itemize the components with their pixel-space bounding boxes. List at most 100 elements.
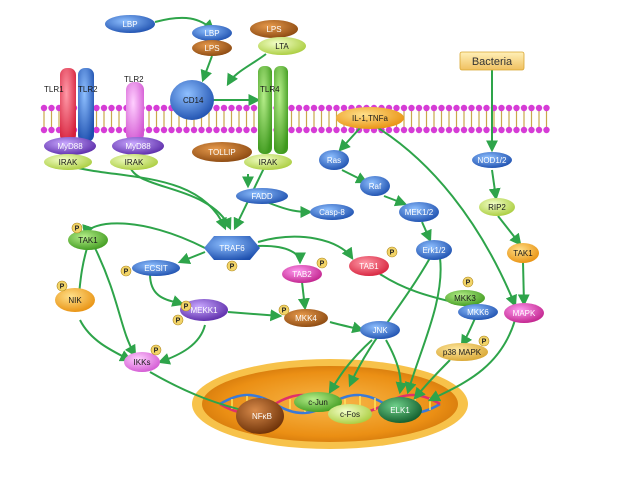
lipid-head xyxy=(108,104,115,112)
lipid-head xyxy=(303,126,310,134)
node-label: MKK3 xyxy=(454,294,476,303)
node-label: TAB1 xyxy=(359,262,379,271)
node-tab1: TAB1 xyxy=(349,256,389,276)
node-label: c-Jun xyxy=(308,398,328,407)
lipid-head xyxy=(423,126,430,134)
lipid-head xyxy=(348,126,355,134)
phospho-marker: P xyxy=(71,222,83,234)
node-ikks: IKKs xyxy=(124,352,160,372)
lipid-head xyxy=(415,126,423,134)
lipid-head xyxy=(235,104,243,112)
node-bacteria: Bacteria xyxy=(459,51,525,71)
node-cjun: c-Jun xyxy=(294,392,342,412)
node-elk1: ELK1 xyxy=(378,397,422,423)
lipid-head xyxy=(288,126,295,134)
node-traf6: TRAF6 xyxy=(204,236,260,260)
arrow-tab2-to-mkk4 xyxy=(297,281,310,311)
phospho-marker: P xyxy=(462,276,474,288)
node-lps-1: LPS xyxy=(250,20,298,38)
lipid-head xyxy=(445,104,453,112)
lipid-head xyxy=(228,126,235,134)
lipid-head xyxy=(400,104,408,112)
node-label: JNK xyxy=(372,326,388,335)
arrow-tak1-to-mapk xyxy=(517,261,530,307)
svg-text:P: P xyxy=(176,318,181,325)
lipid-head xyxy=(318,104,325,112)
lipid-head xyxy=(243,126,250,134)
node-label: TLR2 xyxy=(78,85,98,94)
arrow-nod-to-rip2 xyxy=(488,169,501,201)
node-mkk4: MKK4 xyxy=(284,309,328,327)
lipid-head xyxy=(543,104,550,112)
cd14-receptor-shape xyxy=(170,80,214,120)
arrow-jnk-to-cjun xyxy=(328,339,373,395)
lipid-head xyxy=(115,104,123,112)
tlr2-receptor-shape xyxy=(78,68,94,142)
arrow-traf6-to-tab1 xyxy=(257,235,354,260)
lipid-head xyxy=(303,104,310,112)
lipid-head xyxy=(250,104,258,112)
lipid-head xyxy=(93,126,100,134)
lipid-head xyxy=(400,126,408,134)
lipid-head xyxy=(475,104,483,112)
lipid-head xyxy=(295,126,303,134)
lipid-head xyxy=(220,126,228,134)
node-label: MKK6 xyxy=(467,308,489,317)
svg-text:P: P xyxy=(466,280,471,287)
arrow-nik-to-ikks xyxy=(79,319,133,362)
lipid-head xyxy=(460,126,468,134)
node-label: LTA xyxy=(275,42,289,51)
arrow-ecsit-to-mekk1 xyxy=(149,273,185,307)
lipid-head xyxy=(423,104,430,112)
lipid-head xyxy=(160,126,168,134)
node-mkk3: MKK3 xyxy=(445,290,485,306)
node-mekk1: MEKK1 xyxy=(180,299,228,321)
arrow-traf6-to-tab2 xyxy=(257,244,306,265)
arrow-p38-to-elk1 xyxy=(413,359,451,400)
svg-text:P: P xyxy=(124,269,129,276)
svg-text:P: P xyxy=(75,226,80,233)
lipid-head xyxy=(520,104,528,112)
lipid-head xyxy=(310,126,318,134)
lipid-head xyxy=(528,104,535,112)
lipid-head xyxy=(468,104,475,112)
lipid-head xyxy=(250,126,258,134)
node-il1-tnfa: IL-1,TNFa xyxy=(336,107,404,129)
node-rip2: RIP2 xyxy=(479,198,515,216)
lipid-head xyxy=(528,126,535,134)
arrow-rip2-to-tak1 xyxy=(497,215,522,246)
node-tollip: TOLLIP xyxy=(192,142,252,162)
node-casp8: Casp-8 xyxy=(310,204,354,220)
node-irak-1: IRAK xyxy=(44,154,92,170)
lipid-head xyxy=(108,126,115,134)
node-label: MAPK xyxy=(513,309,536,318)
tlr4-receptor-shape xyxy=(258,66,272,154)
lipid-head xyxy=(520,126,528,134)
node-label: LPS xyxy=(266,25,281,34)
node-jnk: JNK xyxy=(360,321,400,339)
lipid-head xyxy=(40,104,48,112)
lipid-head xyxy=(145,126,153,134)
lipid-head xyxy=(333,104,340,112)
arrow-il1-to-mapk xyxy=(374,125,517,308)
cell-membrane xyxy=(40,104,550,134)
node-label: Ras xyxy=(327,156,341,165)
lipid-head xyxy=(325,126,333,134)
lipid-head xyxy=(393,104,400,112)
receptor-tlr1-tlr2: TLR1 TLR2 xyxy=(44,68,98,142)
lipid-head xyxy=(505,126,513,134)
arrow-mekk1-to-mkk4 xyxy=(227,309,283,322)
lipid-head xyxy=(453,104,460,112)
lipid-head xyxy=(213,126,220,134)
lipid-head xyxy=(438,126,445,134)
phospho-marker: P xyxy=(478,335,490,347)
lipid-head xyxy=(153,126,160,134)
node-erk12: Erk1/2 xyxy=(416,240,452,260)
node-label: TRAF6 xyxy=(219,244,245,253)
node-label: Erk1/2 xyxy=(422,246,446,255)
node-nik: NIK xyxy=(55,288,95,312)
lipid-head xyxy=(310,104,318,112)
node-label: CD14 xyxy=(183,96,204,105)
lipid-head xyxy=(243,104,250,112)
node-label: MEKK1 xyxy=(190,306,218,315)
